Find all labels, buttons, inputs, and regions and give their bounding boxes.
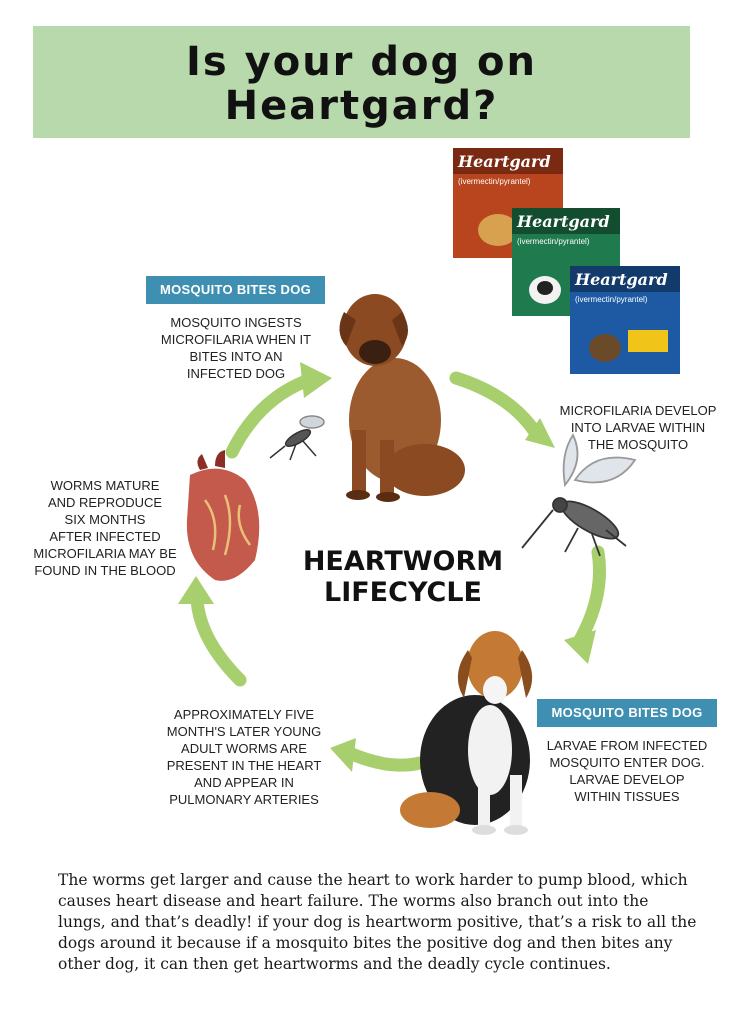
cycle-arrow-left [190, 593, 247, 687]
arrowhead-bottom [330, 738, 356, 772]
title-line-1: Is your dog on [186, 39, 537, 85]
brown-dog-illustration [339, 294, 465, 502]
explanation-paragraph: The worms get larger and cause the heart… [58, 871, 697, 973]
title-banner: Is your dog on Heartgard? [33, 26, 690, 138]
mosquito-small-illustration [269, 415, 325, 461]
svg-text:Heartgard: Heartgard [457, 152, 551, 171]
arrowhead-left [178, 576, 214, 604]
center-title-line-2: LIFECYCLE [323, 577, 482, 608]
title-line-2: Heartgard? [224, 83, 499, 129]
arrowhead-right [564, 630, 596, 664]
heart-illustration [186, 450, 260, 581]
center-title-line-1: HEARTWORM [302, 546, 504, 577]
svg-text:Heartgard: Heartgard [516, 212, 610, 231]
svg-text:(ivermectin/pyrantel): (ivermectin/pyrantel) [458, 177, 531, 186]
cycle-arrow-bottom [345, 747, 427, 772]
beagle-illustration [400, 631, 533, 835]
arrowhead-top-left [300, 362, 332, 398]
heartgard-box-1: Heartgard (ivermectin/pyrantel) [453, 148, 563, 258]
cycle-arrow-top-right [449, 371, 542, 439]
svg-text:(ivermectin/pyrantel): (ivermectin/pyrantel) [517, 237, 590, 246]
svg-text:Heartgard: Heartgard [574, 270, 668, 289]
lifecycle-center-title: HEARTWORM LIFECYCLE [288, 546, 518, 608]
cycle-arrow-top-left [225, 374, 313, 459]
arrowhead-top-right [525, 418, 555, 448]
lifecycle-illustration: Heartgard (ivermectin/pyrantel) Heartgar… [178, 148, 680, 835]
svg-text:(ivermectin/pyrantel): (ivermectin/pyrantel) [575, 295, 648, 304]
heartgard-box-3: Heartgard (ivermectin/pyrantel) [570, 266, 680, 374]
badge-mosquito-bites-dog-top: MOSQUITO BITES DOG [146, 276, 325, 304]
mosquito-large-illustration [521, 433, 637, 557]
cycle-arrow-right [573, 545, 607, 647]
badge-mosquito-bites-dog-right: MOSQUITO BITES DOG [537, 699, 717, 727]
